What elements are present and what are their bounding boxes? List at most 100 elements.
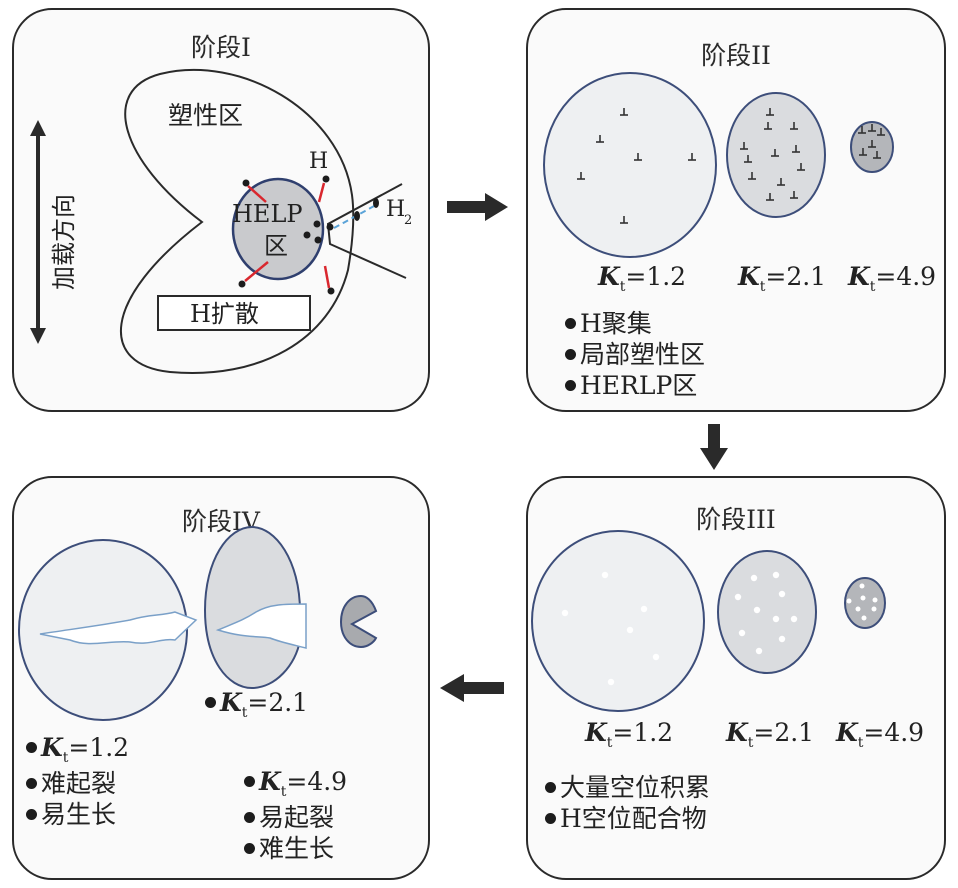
stage4-kt49-bullets: Kt=4.9 易起裂 难生长: [244, 766, 347, 864]
h2-label: H: [386, 197, 405, 222]
help-zone: [231, 177, 325, 281]
stage2-bullets: H聚集 局部塑性区 HERLP区: [565, 308, 705, 401]
dislocation-icon: [620, 216, 628, 224]
arrow-right-stage1-to-stage2: [447, 193, 508, 221]
diffusion-box-label: H扩散: [190, 300, 259, 328]
stage3-vacancies: [561, 571, 878, 686]
stage3-kt12-label: Kt=1.2: [585, 718, 674, 751]
bullet-dot-icon: [205, 697, 216, 708]
vacancy-icon: [861, 615, 867, 621]
vacancy-icon: [855, 606, 861, 612]
bullet-dot-icon: [545, 813, 556, 824]
dislocation-icon: [797, 163, 805, 171]
diffusion-box: [157, 295, 311, 331]
dislocation-icon: [868, 140, 876, 148]
vacancy-icon: [750, 574, 758, 582]
stage2-circle-kt21: [726, 92, 826, 218]
dislocation-icon: [764, 122, 772, 130]
vacancy-icon: [790, 615, 798, 623]
dislocation-icon: [577, 172, 585, 180]
stage2-dislocations: [577, 108, 885, 224]
hydrogen-label: H: [309, 149, 328, 174]
bullet-dot-icon: [26, 809, 37, 820]
stage2-kt21-label: Kt=2.1: [738, 262, 827, 295]
stage2-kt12-label: Kt=1.2: [598, 262, 687, 295]
stage4-crack-kt21: [215, 603, 307, 649]
vacancy-icon: [846, 598, 852, 604]
bullet-dot-icon: [26, 742, 37, 753]
vacancy-icon: [755, 647, 763, 655]
bullet-dot-icon: [565, 318, 576, 329]
plastic-zone-label: 塑性区: [168, 101, 243, 130]
stage2-kt49-label: Kt=4.9: [848, 262, 937, 295]
stage4-bullet: 难起裂: [26, 768, 129, 799]
stage3-title: 阶段III: [696, 505, 776, 534]
loading-direction-label: 加载方向: [50, 194, 78, 290]
bullet-dot-icon: [26, 778, 37, 789]
bullet-dot-icon: [244, 843, 255, 854]
loading-direction-arrow: [30, 120, 46, 344]
arrow-left-stage3-to-stage4: [440, 674, 504, 702]
stage3-kt21-label: Kt=2.1: [726, 718, 815, 751]
dislocation-icon: [873, 151, 881, 159]
crack-outline: [326, 183, 407, 279]
vacancy-icon: [734, 593, 742, 601]
stage3-circle-kt49: [844, 577, 886, 629]
dislocation-icon: [596, 135, 604, 143]
dislocation-icon: [744, 155, 752, 163]
dislocation-icon: [634, 153, 642, 161]
dislocation-icon: [790, 191, 798, 199]
dislocation-icon: [868, 124, 876, 132]
vacancy-icon: [772, 571, 780, 579]
dislocation-icon: [790, 122, 798, 130]
vacancy-icon: [860, 595, 866, 601]
stage4-crack-kt12: [39, 611, 198, 645]
help-zone-label-line1: HELP: [232, 200, 303, 228]
stage2-bullet: 局部塑性区: [565, 339, 705, 370]
stage4-bullet: Kt=1.2: [26, 732, 129, 768]
dislocation-icon: [740, 142, 748, 150]
stage4-circle-kt21: [203, 525, 301, 690]
vacancy-icon: [778, 635, 786, 643]
vacancy-icon: [778, 590, 786, 598]
stage4-kt21-label: Kt=2.1: [205, 688, 308, 721]
dislocation-icon: [877, 128, 885, 136]
vacancy-icon: [753, 606, 761, 614]
dislocation-icon: [859, 148, 867, 156]
stage2-bullet: H聚集: [565, 308, 705, 339]
stage4-bullet: 易起裂: [244, 802, 347, 833]
stage2-circle-kt12: [543, 72, 717, 258]
vacancy-icon: [772, 615, 780, 623]
stage4-circle-kt49: [339, 594, 378, 649]
stage1-title: 阶段I: [191, 33, 251, 62]
arrow-down-stage2-to-stage3: [700, 424, 728, 470]
dislocation-icon: [688, 153, 696, 161]
hydrogen-atoms: [238, 175, 335, 295]
stage3-circle-kt21: [717, 550, 817, 674]
stage3-bullet: H空位配合物: [545, 803, 710, 834]
bullet-dot-icon: [244, 812, 255, 823]
stage3-kt49-label: Kt=4.9: [836, 718, 925, 751]
dislocation-icon: [771, 149, 779, 157]
stage4-bullet: 难生长: [244, 833, 347, 864]
bullet-dot-icon: [244, 776, 255, 787]
vacancy-icon: [626, 626, 634, 634]
vacancy-icon: [872, 597, 878, 603]
vacancy-icon: [601, 571, 609, 579]
stage3-circle-kt12: [531, 530, 705, 712]
dislocation-icon: [620, 108, 628, 116]
stage4-kt12-bullets: Kt=1.2 难起裂 易生长: [26, 732, 129, 830]
dislocation-icon: [766, 108, 774, 116]
dislocation-icon: [766, 193, 774, 201]
vacancy-icon: [738, 629, 746, 637]
h2-flow: [333, 198, 379, 229]
stage3-bullet: 大量空位积累: [545, 772, 710, 803]
stage4-bullet: 易生长: [26, 799, 129, 830]
vacancy-icon: [652, 653, 660, 661]
bullet-dot-icon: [565, 349, 576, 360]
bullet-dot-icon: [545, 782, 556, 793]
